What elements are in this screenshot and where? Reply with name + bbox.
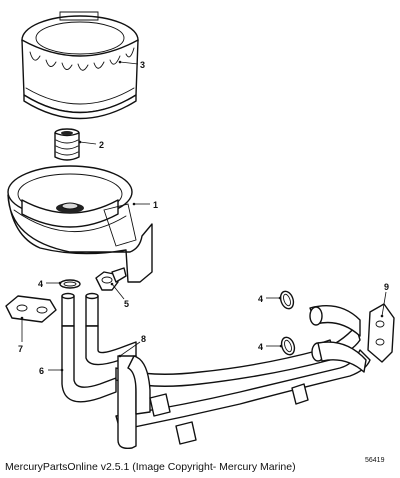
- hex-nut[interactable]: [95, 267, 127, 291]
- callout-8: 8: [141, 334, 146, 344]
- gasket-plate-left[interactable]: [5, 295, 57, 323]
- callout-5: 5: [124, 299, 129, 309]
- oil-cooler-hoses[interactable]: [61, 292, 371, 450]
- o-ring-upper[interactable]: [59, 279, 81, 289]
- image-copyright-caption: MercuryPartsOnline v2.5.1 (Image Copyrig…: [5, 461, 296, 473]
- filter-adapter-housing[interactable]: [7, 165, 153, 283]
- callout-1: 1: [153, 200, 158, 210]
- callout-4-right-bottom: 4: [258, 342, 263, 352]
- callout-9: 9: [384, 282, 389, 292]
- callout-7: 7: [18, 344, 23, 354]
- callout-2: 2: [99, 140, 104, 150]
- leader-lines: [20, 60, 387, 372]
- hose-bracket-right[interactable]: [367, 303, 395, 363]
- diagram-reference-number: 56419: [365, 457, 385, 464]
- threaded-adapter[interactable]: [54, 128, 80, 161]
- o-ring-right-bottom[interactable]: [279, 335, 296, 356]
- callout-4-right-top: 4: [258, 294, 263, 304]
- oil-filter[interactable]: [21, 11, 139, 120]
- callout-3: 3: [140, 60, 145, 70]
- callout-6: 6: [39, 366, 44, 376]
- callout-4-upper: 4: [38, 279, 43, 289]
- o-ring-right-top[interactable]: [278, 289, 295, 310]
